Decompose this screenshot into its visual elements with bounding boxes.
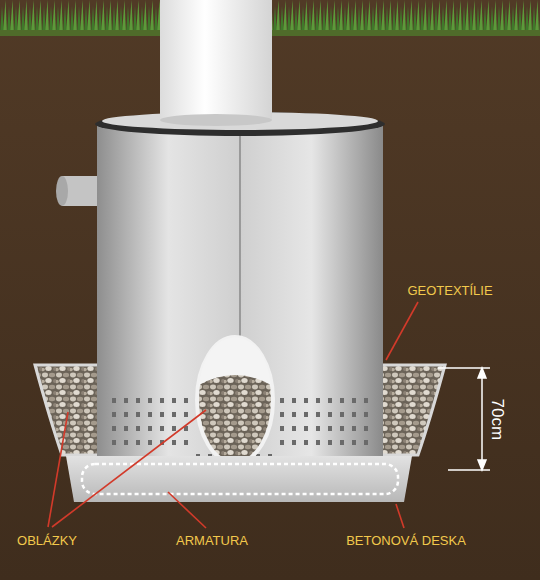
part-label: GEOTEXTÍLIE <box>407 284 492 298</box>
part-label: ARMATURA <box>176 534 248 548</box>
dimension-label: 70cm <box>488 398 507 440</box>
part-label: OBLÁZKY <box>17 534 77 548</box>
part-label: BETONOVÁ DESKA <box>346 534 466 548</box>
